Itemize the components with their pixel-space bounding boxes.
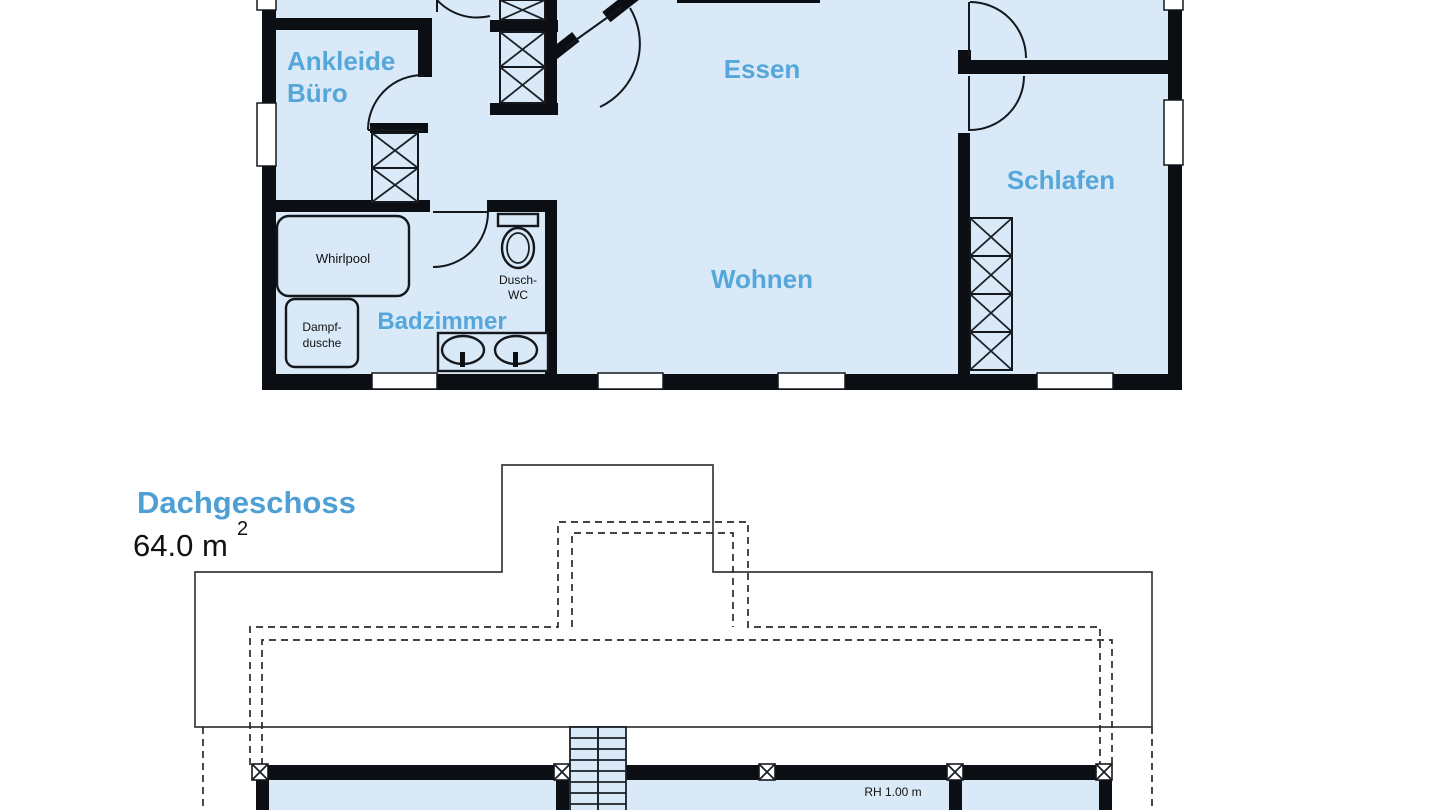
attic-floor-plan: Dachgeschoss 64.0 m 2 <box>133 464 1153 810</box>
faucet-icon <box>460 352 465 367</box>
window-bottom-1 <box>371 372 438 390</box>
staircase <box>569 726 627 810</box>
window-left-top <box>256 0 277 11</box>
attic-rooms <box>269 780 1099 810</box>
label-whirlpool: Whirlpool <box>316 251 370 266</box>
label-duschwc-line1: Dusch- <box>499 273 537 287</box>
attic-title: Dachgeschoss <box>137 485 356 520</box>
closet-ankleide <box>371 132 419 203</box>
upper-windows <box>256 0 1184 390</box>
label-duschwc-line2: WC <box>508 288 528 302</box>
window-right <box>1163 99 1184 166</box>
window-left <box>256 102 277 167</box>
window-right-top <box>1163 0 1184 11</box>
shower-wc-toilet <box>496 212 540 270</box>
faucet-icon <box>513 352 518 367</box>
door-schlafen <box>968 75 1025 131</box>
room-label-ankleide: Ankleide <box>287 46 395 76</box>
dashed-kneewall-inner <box>261 639 1113 765</box>
window-bottom-4 <box>1036 372 1114 390</box>
roof-dashed-lines <box>202 521 1153 810</box>
label-dampf-line1: Dampf- <box>302 320 341 334</box>
wall-posts <box>251 763 1113 781</box>
room-label-essen: Essen <box>724 54 801 84</box>
room-height-label: RH 1.00 m <box>864 785 921 799</box>
whirlpool-tub <box>275 214 411 298</box>
attic-walls <box>254 765 1112 810</box>
label-dampf-line2: dusche <box>303 336 342 350</box>
window-bottom-3 <box>777 372 846 390</box>
attic-area-value: 64.0 m <box>133 528 228 563</box>
dashed-dormer-inner <box>571 532 734 627</box>
door-entrance <box>548 0 641 108</box>
roof-outline <box>194 464 1153 728</box>
door-badzimmer <box>432 211 489 268</box>
upper-floor-plan: Ankleide Büro Essen Wohnen Schlafen Badz… <box>256 0 1184 390</box>
room-label-badzimmer: Badzimmer <box>377 308 506 335</box>
door-essen <box>968 1 1027 59</box>
window-bottom-2 <box>597 372 664 390</box>
door-ankleide <box>367 74 424 131</box>
attic-area-superscript: 2 <box>237 518 248 540</box>
closet-schlafen <box>969 217 1013 371</box>
closet-hall <box>499 0 546 104</box>
double-sink-counter <box>436 331 550 373</box>
cut-wall-remnant <box>677 0 820 3</box>
room-label-buero: Büro <box>287 78 348 108</box>
steam-shower <box>284 297 360 369</box>
door-arc-fragment-top <box>436 0 491 19</box>
dashed-kneewall-outer <box>249 521 1101 765</box>
room-label-wohnen: Wohnen <box>711 264 813 294</box>
room-label-schlafen: Schlafen <box>1007 165 1115 195</box>
